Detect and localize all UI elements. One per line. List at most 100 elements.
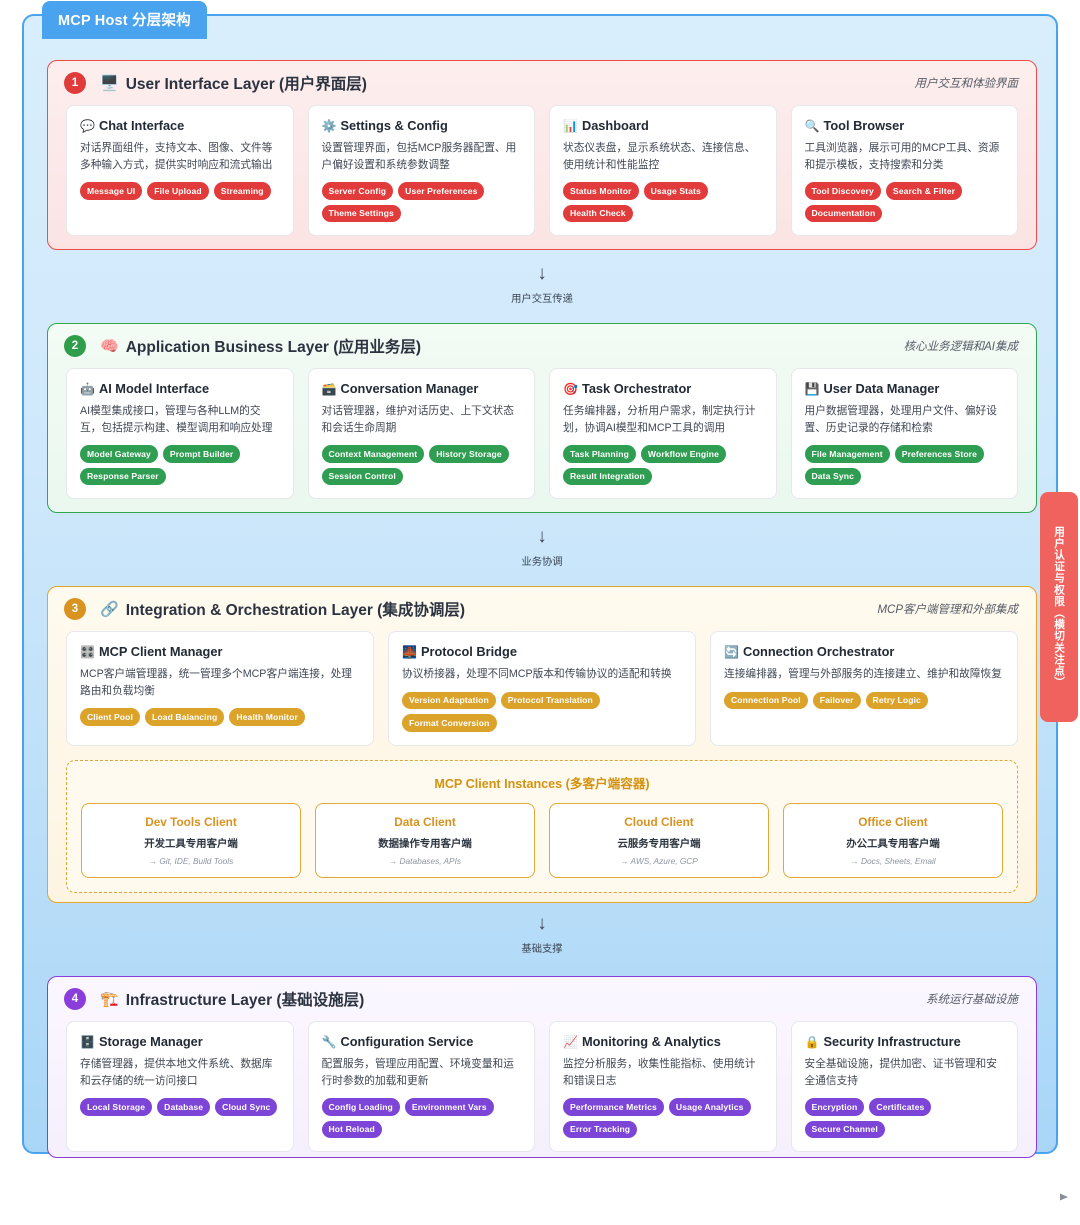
tag[interactable]: Theme Settings <box>321 204 401 223</box>
card-protocol-bridge[interactable]: 🌉Protocol Bridge 协议桥接器，处理不同MCP版本和传输协议的适配… <box>388 631 696 746</box>
tag[interactable]: Certificates <box>869 1098 932 1116</box>
instance-data-client[interactable]: Data Client 数据操作专用客户端 → Databases, APIs <box>315 802 535 878</box>
tag[interactable]: Workflow Engine <box>640 445 726 463</box>
card-tags: Local Storage Database Cloud Sync <box>80 1098 280 1116</box>
tag[interactable]: Connection Pool <box>724 691 808 710</box>
tag[interactable]: Error Tracking <box>563 1120 638 1139</box>
card-dashboard[interactable]: 📊Dashboard 状态仪表盘，显示系统状态、连接信息、使用统计和性能监控 S… <box>549 105 777 237</box>
instance-cloud-client[interactable]: Cloud Client 云服务专用客户端 → AWS, Azure, GCP <box>549 802 769 878</box>
instance-subtitle: 办公工具专用客户端 <box>846 838 940 850</box>
tag[interactable]: Health Monitor <box>229 708 305 726</box>
tag[interactable]: History Storage <box>429 445 509 463</box>
tag[interactable]: Streaming <box>213 182 271 200</box>
card-security-infrastructure[interactable]: 🔒Security Infrastructure 安全基础设施，提供加密、证书管… <box>790 1021 1018 1153</box>
tag[interactable]: Tool Discovery <box>804 182 881 200</box>
tag[interactable]: Prompt Builder <box>162 445 241 463</box>
tag[interactable]: Health Check <box>563 204 633 223</box>
instance-name: Office Client <box>858 814 928 829</box>
tag[interactable]: Hot Reload <box>321 1120 382 1139</box>
tag[interactable]: User Preferences <box>398 182 485 200</box>
card-conversation-manager[interactable]: 🗃️Conversation Manager 对话管理器，维护对话历史、上下文状… <box>307 368 535 500</box>
bottom-axis-line <box>18 1193 1068 1201</box>
tag[interactable]: File Management <box>804 445 890 463</box>
brain-icon: 🧠 <box>100 337 119 355</box>
tag[interactable]: Format Conversion <box>402 714 497 732</box>
instance-meta: → Docs, Sheets, Email <box>850 855 936 866</box>
tag[interactable]: Session Control <box>321 467 403 486</box>
card-mcp-client-manager[interactable]: 🎛️MCP Client Manager MCP客户端管理器，统一管理多个MCP… <box>66 631 374 746</box>
tag[interactable]: Config Loading <box>321 1098 400 1116</box>
tag[interactable]: Version Adaptation <box>402 691 496 710</box>
card-description: 存储管理器，提供本地文件系统、数据库和云存储的统一访问接口 <box>80 1058 273 1087</box>
card-tool-browser[interactable]: 🔍Tool Browser 工具浏览器，展示可用的MCP工具、资源和提示模板，支… <box>790 105 1018 237</box>
connector-2: ↓ 业务协调 <box>24 527 1060 570</box>
tag[interactable]: Status Monitor <box>563 182 639 200</box>
card-monitoring-analytics[interactable]: 📈Monitoring & Analytics 监控分析服务，收集性能指标、使用… <box>549 1021 777 1153</box>
layer-card-row: 🗄️Storage Manager 存储管理器，提供本地文件系统、数据库和云存储… <box>48 1021 1036 1172</box>
gear-icon: ⚙️ <box>321 119 337 133</box>
card-title: 🔍Tool Browser <box>805 118 1005 133</box>
tag[interactable]: File Upload <box>147 182 209 200</box>
card-title: 🔧Configuration Service <box>322 1034 522 1049</box>
tag[interactable]: Load Balancing <box>144 708 225 726</box>
speech-balloon-icon: 💬 <box>80 119 95 133</box>
card-title-text: User Data Manager <box>823 381 940 396</box>
card-description: 对话界面组件，支持文本、图像、文件等多种输入方式，提供实时响应和流式输出 <box>80 142 273 171</box>
tag[interactable]: Environment Vars <box>404 1098 494 1116</box>
bridge-icon: 🌉 <box>402 645 417 659</box>
card-title: ⚙️Settings & Config <box>322 118 522 133</box>
tag[interactable]: Context Management <box>321 445 425 463</box>
tag[interactable]: Encryption <box>804 1098 865 1116</box>
card-user-data-manager[interactable]: 💾User Data Manager 用户数据管理器，处理用户文件、偏好设置、历… <box>790 368 1018 500</box>
tag[interactable]: Usage Stats <box>643 182 708 200</box>
tag[interactable]: Preferences Store <box>894 445 984 463</box>
card-title-text: AI Model Interface <box>98 381 210 396</box>
card-tags: Config Loading Environment Vars Hot Relo… <box>321 1098 522 1139</box>
card-title-text: Conversation Manager <box>340 381 479 396</box>
tag[interactable]: Secure Channel <box>804 1120 885 1139</box>
card-title-text: MCP Client Manager <box>98 644 223 659</box>
card-title: 🔄Connection Orchestrator <box>724 644 1004 659</box>
tag[interactable]: Server Config <box>321 182 394 200</box>
instance-meta: → Databases, APIs <box>388 855 462 866</box>
tag[interactable]: Cloud Sync <box>215 1098 278 1116</box>
refresh-icon: 🔄 <box>724 645 739 659</box>
tag[interactable]: Documentation <box>804 204 883 223</box>
card-task-orchestrator[interactable]: 🎯Task Orchestrator 任务编排器，分析用户需求，制定执行计划，协… <box>549 368 777 500</box>
layer-application-business: 2 🧠 Application Business Layer (应用业务层) 核… <box>47 323 1037 513</box>
tag[interactable]: Task Planning <box>563 445 636 463</box>
card-tags: Tool Discovery Search & Filter Documenta… <box>804 182 1005 223</box>
tag[interactable]: Message UI <box>80 182 143 200</box>
down-arrow-icon: ↓ <box>537 913 547 934</box>
card-title-text: Storage Manager <box>98 1034 203 1049</box>
link-icon: 🔗 <box>100 600 119 618</box>
tag[interactable]: Database <box>157 1098 211 1116</box>
tag[interactable]: Performance Metrics <box>563 1098 664 1116</box>
instance-dev-tools-client[interactable]: Dev Tools Client 开发工具专用客户端 → Git, IDE, B… <box>81 802 301 878</box>
card-chat-interface[interactable]: 💬Chat Interface 对话界面组件，支持文本、图像、文件等多种输入方式… <box>66 105 294 237</box>
card-connection-orchestrator[interactable]: 🔄Connection Orchestrator 连接编排器，管理与外部服务的连… <box>710 631 1018 746</box>
card-settings-config[interactable]: ⚙️Settings & Config 设置管理界面，包括MCP服务器配置、用户… <box>307 105 535 237</box>
instance-office-client[interactable]: Office Client 办公工具专用客户端 → Docs, Sheets, … <box>783 802 1003 878</box>
tag[interactable]: Protocol Translation <box>500 691 600 710</box>
tag[interactable]: Client Pool <box>80 708 140 726</box>
tag[interactable]: Usage Analytics <box>668 1098 751 1116</box>
tag[interactable]: Response Parser <box>80 467 166 486</box>
layer-note: 用户交互和体验界面 <box>914 78 1019 90</box>
tag[interactable]: Model Gateway <box>80 445 158 463</box>
connector-1: ↓ 用户交互传递 <box>24 264 1060 307</box>
tag[interactable]: Local Storage <box>80 1098 153 1116</box>
card-title-text: Security Infrastructure <box>823 1034 961 1049</box>
tag[interactable]: Retry Logic <box>865 691 928 710</box>
card-ai-model-interface[interactable]: 🤖AI Model Interface AI模型集成接口，管理与各种LLM的交互… <box>66 368 294 500</box>
tag[interactable]: Failover <box>812 691 861 710</box>
card-storage-manager[interactable]: 🗄️Storage Manager 存储管理器，提供本地文件系统、数据库和云存储… <box>66 1021 294 1153</box>
tag[interactable]: Result Integration <box>563 467 652 486</box>
tag[interactable]: Search & Filter <box>885 182 963 200</box>
layer-number-badge: 4 <box>64 988 86 1010</box>
down-arrow-icon: ↓ <box>537 526 547 547</box>
card-configuration-service[interactable]: 🔧Configuration Service 配置服务，管理应用配置、环境变量和… <box>307 1021 535 1153</box>
tag[interactable]: Data Sync <box>804 467 861 486</box>
card-description: 任务编排器，分析用户需求，制定执行计划，协调AI模型和MCP工具的调用 <box>563 405 756 434</box>
card-title: 💬Chat Interface <box>80 118 280 133</box>
